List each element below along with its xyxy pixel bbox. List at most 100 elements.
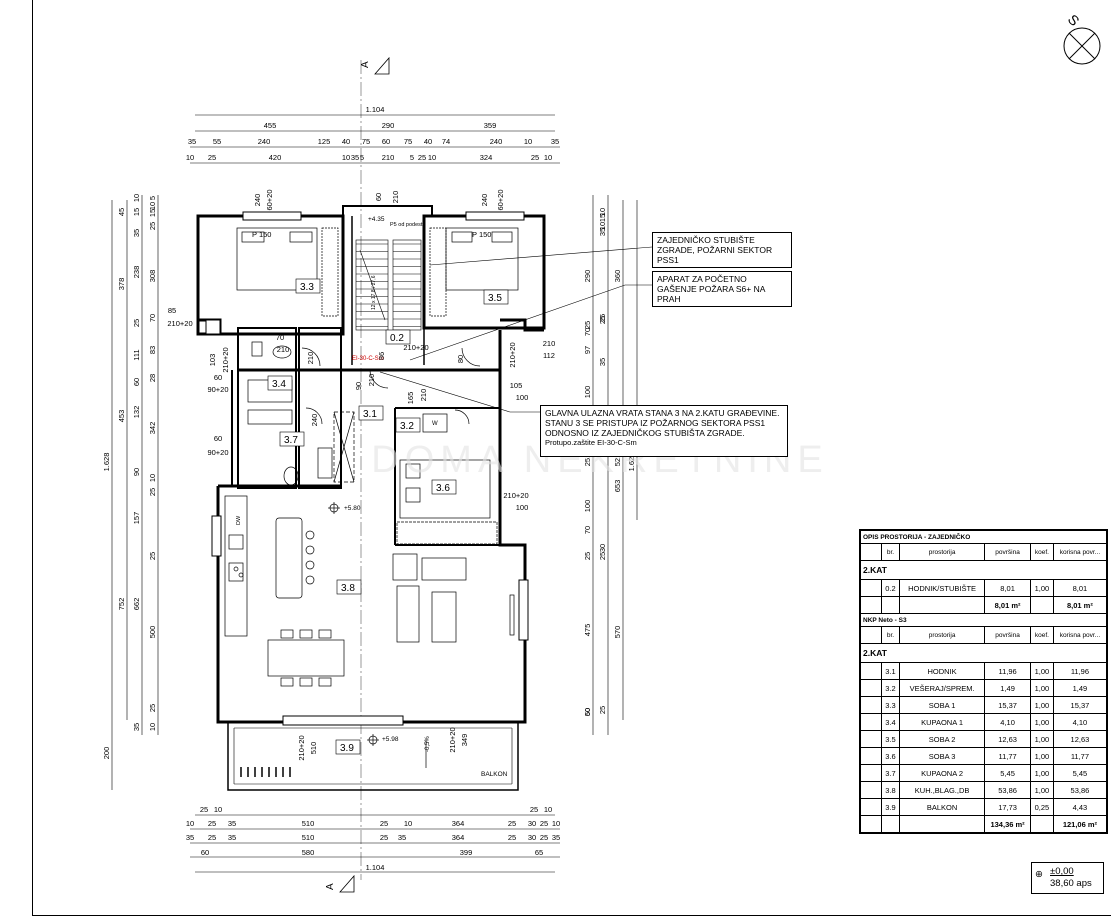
opening-dim: 60 [374, 193, 383, 201]
right-dim-fine: 35 [598, 358, 607, 366]
right-dim-fine: 25 [598, 316, 607, 324]
right-dim-fine: 25 [598, 314, 607, 322]
left-dim-mid: 752 [117, 598, 126, 611]
right-dim-inner: 60 [583, 708, 592, 716]
left-dim-inner: 25 [132, 319, 141, 327]
cell-name: KUPAONA 1 [899, 713, 986, 731]
top-dim-row3: 25 [418, 153, 426, 162]
top-dim-row3: 35 [351, 153, 359, 162]
balcony-slope: -0,5% [425, 736, 431, 752]
opening-dim: 210 [277, 345, 290, 354]
opening-dim: 510 [309, 742, 318, 755]
opening-dim: 60+20 [265, 189, 274, 210]
opening-dim: 85 [168, 306, 176, 315]
top-dim-row2: 55 [213, 137, 221, 146]
left-dim-fine: 25 [148, 488, 157, 496]
opening-dim: 210+20 [403, 343, 428, 352]
opening-dim: 210 [306, 352, 315, 365]
left-dim-fine: 500 [148, 626, 157, 639]
side-dimensions [111, 195, 638, 790]
right-dim-mid: 360 [613, 270, 622, 283]
bottom-dim-row3: 30 [528, 833, 536, 842]
section-line: A A [325, 56, 390, 893]
opening-dim: 210+20 [221, 347, 230, 372]
top-dim-total: 1.104 [366, 105, 385, 114]
right-dim-inner: 290 [583, 270, 592, 283]
level-markers [328, 502, 427, 768]
furniture [224, 227, 519, 687]
note-extinguisher: APARAT ZA POČETNO GAŠENJE POŽARA S6+ NA … [652, 271, 792, 307]
hdr-no: br. [880, 626, 901, 644]
opening-dim: 349 [460, 734, 469, 747]
cell-no: 3.8 [880, 781, 901, 799]
opening-dim: 60+20 [496, 189, 505, 210]
common-total-useful: 8,01 m² [1052, 596, 1108, 614]
cell-area: 4,10 [984, 713, 1031, 731]
left-dim-fine: 308 [148, 270, 157, 283]
level-symbol-icon: ⊕ [1035, 869, 1043, 880]
right-dim-inner: 100 [583, 500, 592, 513]
hdr-coef: koef. [1029, 626, 1054, 644]
room-label-3-6: 3.6 [436, 483, 450, 494]
stairs [355, 239, 422, 331]
windows [205, 211, 529, 726]
hdr-no: br. [880, 543, 901, 561]
cell-blank [860, 798, 882, 816]
cell-name: SOBA 2 [899, 730, 986, 748]
bottom-dimensions [190, 814, 560, 873]
left-dim-mid: 378 [117, 278, 126, 291]
section-marker-bottom: A [325, 883, 336, 890]
hdr-useful: korisna povr... [1052, 543, 1108, 561]
bottom-dim-row3: 25 [208, 833, 216, 842]
cell-coef: 0,25 [1029, 798, 1054, 816]
section-marker-top: A [360, 61, 371, 68]
unit-total-area: 134,36 m² [984, 815, 1031, 833]
bottom-dim-row1: 10 [544, 805, 552, 814]
right-dim-inner: 25 [583, 552, 592, 560]
left-dim-fine: 342 [148, 422, 157, 435]
opening-dim: 90+20 [207, 385, 228, 394]
cell-blank [860, 747, 882, 765]
bottom-dim-row2: 25 [540, 819, 548, 828]
room-label-3-3: 3.3 [300, 282, 314, 293]
cell-name: HODNIK [899, 662, 986, 680]
opening-dim: 210 [391, 191, 400, 204]
bottom-dim-row3: 35 [398, 833, 406, 842]
top-dimensions [190, 114, 560, 164]
cell-no: 0.2 [880, 579, 901, 597]
cell-area: 12,63 [984, 730, 1031, 748]
stair-steps-label: 12 x 17,8 / 27,6 [371, 275, 377, 310]
top-dim-row2: 240 [258, 137, 271, 146]
bottom-dim-row2: 35 [228, 819, 236, 828]
opening-dim: 210+20 [503, 491, 528, 500]
door-rating-label: EI-30-C-Sm [352, 356, 384, 362]
cell-coef: 1,00 [1029, 696, 1054, 714]
bottom-dim-row3: 510 [302, 833, 315, 842]
opening-dim: 100 [516, 503, 529, 512]
cell-no: 3.5 [880, 730, 901, 748]
left-dim-fine: 83 [148, 346, 157, 354]
cell-blank [860, 713, 882, 731]
top-dim-row3: 420 [269, 153, 282, 162]
note-leaders [379, 246, 653, 413]
hdr-coef: koef. [1029, 543, 1054, 561]
bottom-dim-row2: 10 [186, 819, 194, 828]
right-dim-mid: 521 [613, 454, 622, 467]
top-dim-row3: 5 [360, 153, 364, 162]
level-stair-top: +4.35 [368, 216, 385, 223]
cell-no: 3.9 [880, 798, 901, 816]
top-dim-row3: 10 [342, 153, 350, 162]
level-aps: 38,60 aps [1050, 878, 1092, 889]
top-dim-row2: 35 [188, 137, 196, 146]
note-protection: Protupo.zaštite EI-30-C-Sm [545, 438, 637, 447]
cell-useful: 53,86 [1052, 781, 1108, 799]
left-dim-fine: 5 [148, 196, 157, 200]
cell-area: 17,73 [984, 798, 1031, 816]
left-dim-inner: 238 [132, 266, 141, 279]
common-total-area: 8,01 m² [984, 596, 1031, 614]
